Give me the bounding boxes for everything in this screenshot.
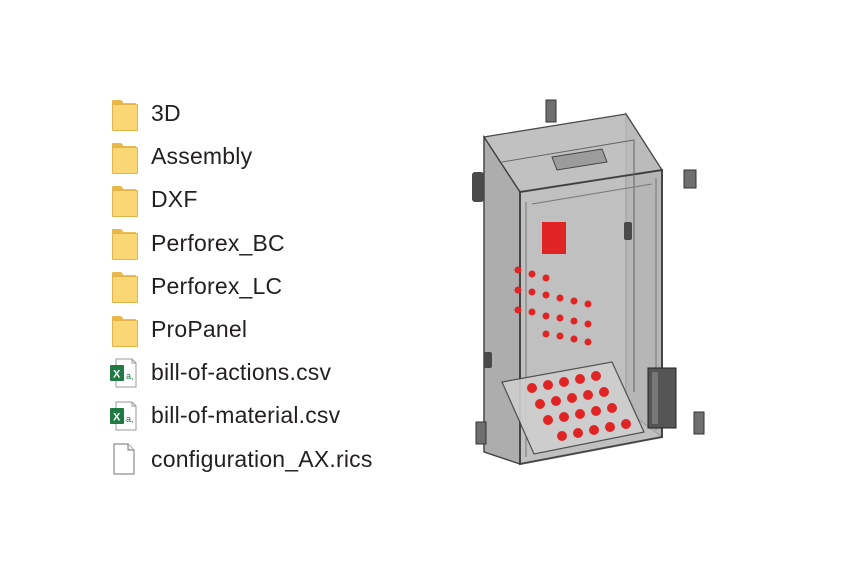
file-name: ProPanel (151, 316, 248, 343)
file-name: bill-of-material.csv (151, 402, 341, 429)
file-list: 3D Assembly DXF Perforex_BC Perforex_LC … (108, 92, 373, 481)
file-name: bill-of-actions.csv (151, 359, 332, 386)
svg-text:X: X (113, 368, 121, 380)
folder-icon (108, 97, 138, 131)
folder-item-dxf[interactable]: DXF (108, 178, 373, 221)
folder-item-3d[interactable]: 3D (108, 92, 373, 135)
excel-csv-icon: a, X (108, 399, 138, 433)
folder-item-perforex-bc[interactable]: Perforex_BC (108, 222, 373, 265)
file-item-bill-of-material[interactable]: a, X bill-of-material.csv (108, 394, 373, 437)
file-name: DXF (151, 186, 198, 213)
folder-icon (108, 226, 138, 261)
excel-csv-icon: a, X (108, 356, 138, 390)
folder-item-perforex-lc[interactable]: Perforex_LC (108, 265, 373, 308)
rectangular-cutout (542, 222, 566, 254)
file-item-configuration[interactable]: configuration_AX.rics (108, 438, 373, 481)
folder-item-propanel[interactable]: ProPanel (108, 308, 373, 351)
folder-icon (108, 183, 138, 217)
file-name: Perforex_BC (151, 229, 285, 256)
folder-icon (108, 313, 138, 347)
file-name: 3D (151, 100, 181, 127)
svg-text:X: X (113, 411, 121, 423)
svg-text:a,: a, (126, 414, 134, 424)
svg-text:a,: a, (126, 371, 134, 381)
round-cutouts (514, 266, 592, 346)
file-name: Assembly (151, 143, 253, 170)
folder-item-assembly[interactable]: Assembly (108, 135, 373, 178)
file-name: configuration_AX.rics (151, 445, 373, 472)
enclosure-3d-render (472, 99, 705, 466)
folder-icon (108, 269, 138, 304)
folder-icon (108, 140, 138, 174)
blank-file-icon (108, 442, 138, 476)
file-item-bill-of-actions[interactable]: a, X bill-of-actions.csv (108, 351, 373, 394)
file-name: Perforex_LC (151, 272, 283, 299)
